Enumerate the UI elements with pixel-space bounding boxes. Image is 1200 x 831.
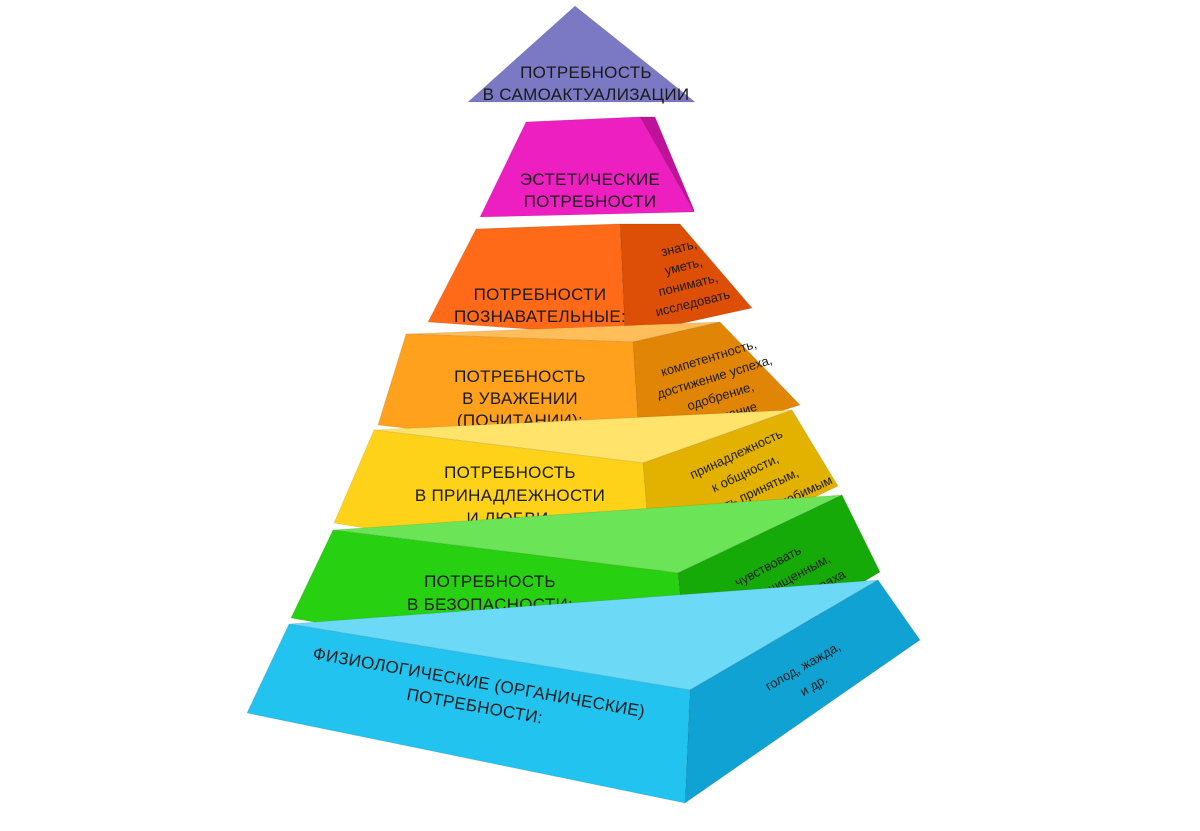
tier-label-line: ЭСТЕТИЧЕСКИЕ (520, 170, 660, 189)
tier-label-line: В САМОАКТУАЛИЗАЦИИ (483, 85, 690, 104)
tier-physiological-side-face (684, 579, 921, 804)
tier-self_actualization: ПОТРЕБНОСТЬ В САМОАКТУАЛИЗАЦИИ (466, 5, 697, 104)
tier-label-line: ПОТРЕБНОСТЬ (444, 463, 576, 482)
tier-label-line: ПОТРЕБНОСТЬ (424, 572, 556, 591)
tier-self_actualization-label: ПОТРЕБНОСТЬ В САМОАКТУАЛИЗАЦИИ (483, 63, 690, 104)
tier-label-line: ПОТРЕБНОСТЬ (520, 63, 652, 82)
tier-physiological-front-face (246, 623, 691, 804)
tier-label-line: В УВАЖЕНИИ (462, 389, 578, 408)
tier-self_actualization-front-face (466, 5, 697, 103)
tier-aesthetic: ЭСТЕТИЧЕСКИЕ ПОТРЕБНОСТИ (479, 116, 695, 218)
tier-label-line: ПОТРЕБНОСТЬ (454, 367, 586, 386)
tier-label-line: В ПРИНАДЛЕЖНОСТИ (415, 486, 605, 505)
tier-label-line: ПОТРЕБНОСТИ (474, 285, 607, 304)
tier-aesthetic-front-face (479, 116, 695, 218)
tier-label-line: ПОТРЕБНОСТИ (524, 192, 657, 211)
tier-aesthetic-label: ЭСТЕТИЧЕСКИЕ ПОТРЕБНОСТИ (520, 170, 660, 211)
tier-cognitive-label: ПОТРЕБНОСТИ ПОЗНАВАТЕЛЬНЫЕ: (454, 285, 626, 326)
tier-label-line: ПОЗНАВАТЕЛЬНЫЕ: (454, 307, 626, 326)
tier-physiological: ФИЗИОЛОГИЧЕСКИЕ (ОРГАНИЧЕСКИЕ)ПОТРЕБНОСТ… (246, 579, 921, 804)
